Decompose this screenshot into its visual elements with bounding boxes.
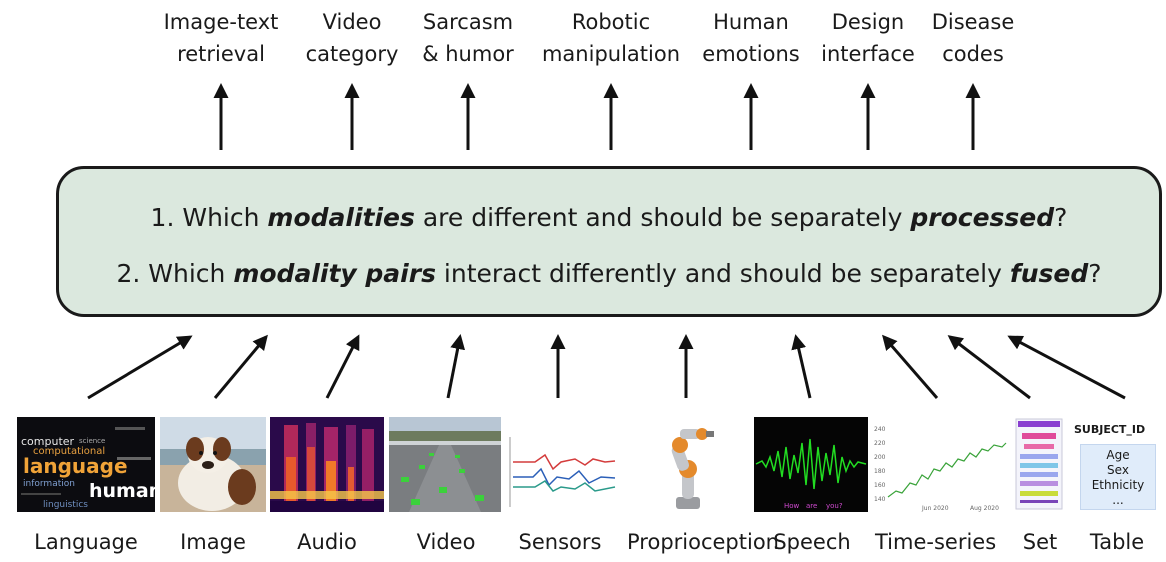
- sensor-signals-plot: [505, 417, 617, 512]
- task-line2: interface: [821, 42, 915, 66]
- set-list-graphic: [1014, 417, 1064, 512]
- question-2: 2. Which modality pairs interact differe…: [59, 259, 1159, 288]
- question-box: 1. Which modalities are different and sh…: [56, 166, 1162, 317]
- task-label: Video category: [282, 6, 422, 70]
- input-arrow: [213, 334, 268, 399]
- word-computer: computer: [21, 435, 75, 448]
- table-row: Sex: [1107, 463, 1129, 477]
- q2-pre: 2. Which: [116, 259, 234, 288]
- input-arrow: [446, 334, 466, 399]
- input-arrow: [87, 335, 193, 400]
- task-line1: Design: [831, 10, 905, 34]
- input-arrow: [1007, 335, 1126, 400]
- task-label: Human emotions: [681, 6, 821, 70]
- q1-mid: are different and should be separately: [414, 203, 911, 232]
- modality-label: Image: [180, 530, 246, 554]
- q2-emphasis-fused: fused: [1009, 259, 1089, 288]
- table-header: SUBJECT_ID: [1074, 423, 1146, 436]
- ts-y-tick: 200: [874, 454, 886, 461]
- input-arrow: [325, 334, 360, 399]
- modality-label: Table: [1089, 530, 1145, 554]
- ts-x-tick: Aug 2020: [970, 505, 999, 512]
- q2-emphasis-modality-pairs: modality pairs: [233, 259, 436, 288]
- modality-label: Audio: [297, 530, 357, 554]
- table-row: Ethnicity: [1091, 478, 1145, 492]
- ts-y-tick: 160: [874, 482, 886, 489]
- ts-y-tick: 220: [874, 440, 886, 447]
- task-line1: Image-text: [163, 10, 279, 34]
- task-line2: emotions: [702, 42, 800, 66]
- modality-label: Time-series: [875, 530, 997, 554]
- task-label: Disease codes: [903, 6, 1043, 70]
- q1-post: ?: [1054, 203, 1068, 232]
- task-line2: retrieval: [177, 42, 265, 66]
- speech-waveform: How are you?: [754, 417, 868, 512]
- modality-label: Video: [416, 530, 476, 554]
- time-series-plot: 240 220 200 180 160 140 Jun 2020 Aug 202…: [872, 417, 1010, 512]
- task-line2: codes: [942, 42, 1004, 66]
- word-science: science: [79, 437, 105, 445]
- word-information: information: [23, 479, 75, 489]
- task-label: Design interface: [798, 6, 938, 70]
- input-arrow: [882, 334, 939, 399]
- table-row: ...: [1112, 493, 1124, 507]
- speech-word-are: are: [806, 502, 817, 510]
- input-arrow: [791, 334, 812, 399]
- modality-label: Speech: [773, 530, 851, 554]
- modality-label: Set: [1022, 530, 1058, 554]
- table-attributes: Age Sex Ethnicity ...: [1080, 444, 1156, 510]
- modality-label: Proprioception: [627, 530, 779, 554]
- word-human: human: [89, 480, 155, 502]
- task-line2: manipulation: [541, 42, 681, 66]
- modality-label: Language: [34, 530, 138, 554]
- task-line1: Human: [713, 10, 789, 34]
- question-1: 1. Which modalities are different and sh…: [59, 203, 1159, 232]
- task-line2: & humor: [422, 42, 514, 66]
- language-word-cloud: computer science computational language …: [17, 417, 155, 512]
- ts-y-tick: 180: [874, 468, 886, 475]
- q1-emphasis-processed: processed: [910, 203, 1055, 232]
- task-label: Sarcasm & humor: [398, 6, 538, 70]
- word-language: language: [23, 454, 128, 478]
- input-arrow: [947, 335, 1031, 400]
- speech-word-you: you?: [826, 502, 843, 510]
- video-highway-frame: [389, 417, 501, 512]
- q2-post: ?: [1088, 259, 1102, 288]
- task-line2: category: [305, 42, 399, 66]
- ts-y-tick: 140: [874, 496, 886, 503]
- q1-emphasis-modalities: modalities: [267, 203, 415, 232]
- robot-arm-image: [628, 417, 740, 512]
- q1-pre: 1. Which: [150, 203, 268, 232]
- audio-spectrogram: [270, 417, 384, 512]
- task-line1: Sarcasm: [422, 10, 514, 34]
- word-computational: computational: [33, 446, 105, 457]
- modality-label: Sensors: [518, 530, 602, 554]
- ts-y-tick: 240: [874, 426, 886, 433]
- task-line1: Video: [322, 10, 382, 34]
- task-label: Image-text retrieval: [151, 6, 291, 70]
- dog-photo: [160, 417, 266, 512]
- q2-mid: interact differently and should be separ…: [435, 259, 1010, 288]
- word-linguistics: linguistics: [43, 500, 88, 510]
- speech-word-how: How: [784, 502, 800, 510]
- task-label: Robotic manipulation: [541, 6, 681, 70]
- ts-x-tick: Jun 2020: [921, 505, 949, 512]
- task-line1: Disease: [931, 10, 1015, 34]
- table-row: Age: [1106, 448, 1130, 462]
- task-line1: Robotic: [571, 10, 651, 34]
